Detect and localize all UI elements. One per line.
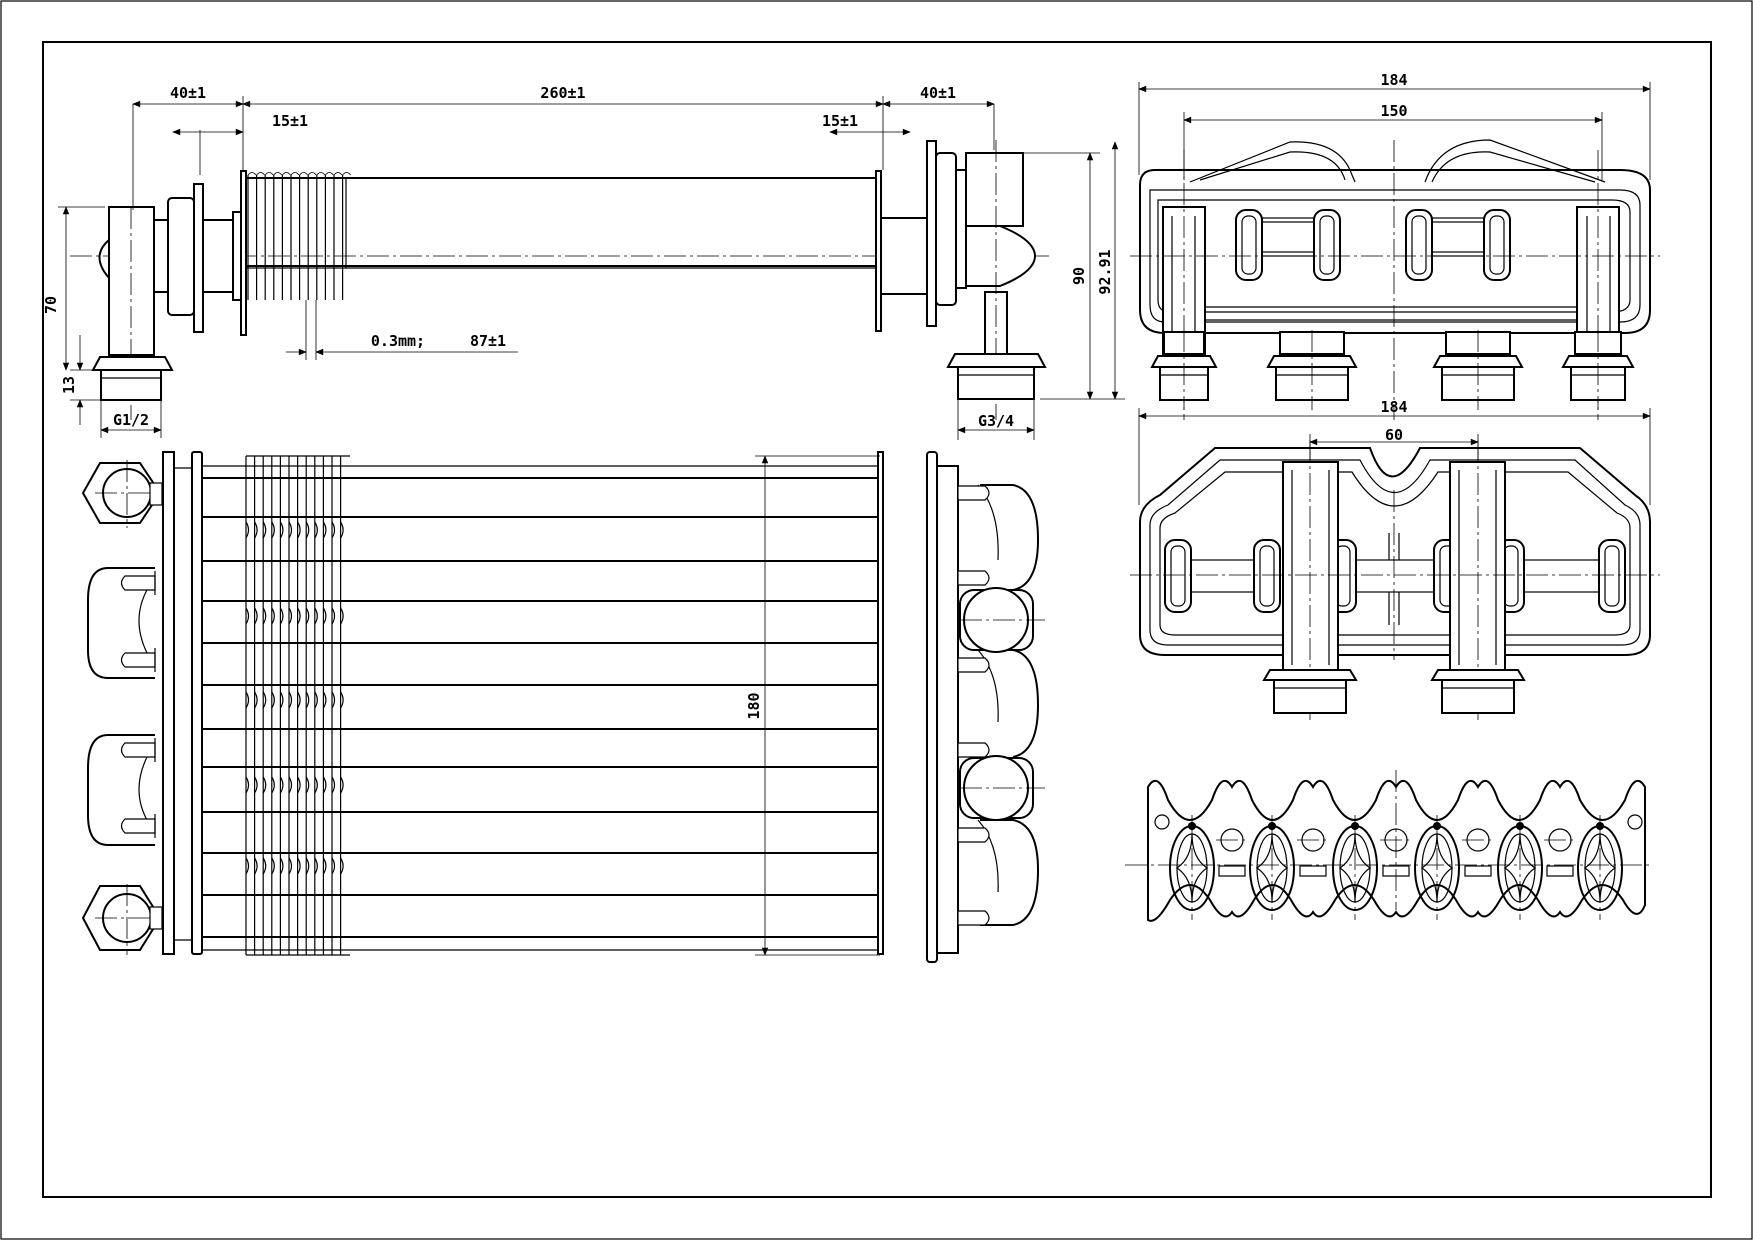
rear-end-view: [1130, 440, 1660, 720]
left-hex-fitting-top: [81, 460, 175, 528]
dim-fin-offset-right: 15±1: [822, 112, 858, 130]
fin-plate-section: [1125, 770, 1650, 922]
left-u-bend-2: [87, 734, 155, 846]
dim-front-width: 184: [1380, 71, 1407, 89]
left-tube-stubs: [120, 571, 156, 838]
plan-view: [81, 451, 1045, 963]
label-thread-right: G3/4: [978, 412, 1014, 430]
dim-fin-thickness: 0.3mm;: [371, 332, 425, 350]
left-hex-fitting-bottom: [81, 884, 175, 955]
dim-flange-right: 40±1: [920, 84, 956, 102]
dim-rear-width: 184: [1380, 398, 1407, 416]
dim-flange-left: 40±1: [170, 84, 206, 102]
left-u-bend-1: [87, 567, 155, 679]
drawing-border: [42, 41, 1712, 1198]
right-hex-nut: [957, 366, 1035, 400]
front-view-dimensions: 184 150: [1138, 71, 1651, 180]
dim-fin-offset-left: 15±1: [272, 112, 308, 130]
dim-front-height: 180: [745, 692, 763, 719]
side-view: [70, 140, 1050, 420]
plan-dimensions: 180: [745, 455, 880, 956]
left-inlet-pipe: [108, 206, 155, 356]
front-housing: [1139, 169, 1651, 334]
dim-front-pitch: 150: [1380, 102, 1407, 120]
plan-left-header: [191, 451, 203, 955]
left-hex-nut: [100, 369, 162, 401]
right-outlet-pipe: [965, 152, 1024, 227]
dim-nut-height: 13: [60, 376, 78, 394]
dim-fin-length: 87±1: [470, 332, 506, 350]
plan-right-header: [926, 451, 938, 963]
rear-pipe-left: [1282, 461, 1339, 671]
plan-fin-pack: [245, 455, 350, 956]
side-view-dimensions: 40±1 260±1 40±1 15±1 15±1 0.3mm; 87±1 70…: [42, 84, 1125, 440]
label-thread-left: G1/2: [113, 411, 149, 429]
right-tube-stubs: [957, 485, 990, 926]
dim-height-right: 90: [1070, 267, 1088, 285]
rear-housing: [1139, 447, 1651, 656]
rear-view-dimensions: 184 60: [1138, 398, 1651, 505]
side-fin-pack: [245, 172, 351, 300]
front-end-view: [1130, 139, 1660, 420]
left-tube-plate: [240, 170, 247, 336]
dim-height-left: 70: [42, 296, 60, 314]
dim-height-total: 92.91: [1096, 249, 1114, 294]
dim-rear-pitch: 60: [1385, 426, 1403, 444]
rear-pipe-right: [1449, 461, 1506, 671]
dim-tube-length: 260±1: [540, 84, 585, 102]
plan-tube-rows: [202, 465, 880, 951]
